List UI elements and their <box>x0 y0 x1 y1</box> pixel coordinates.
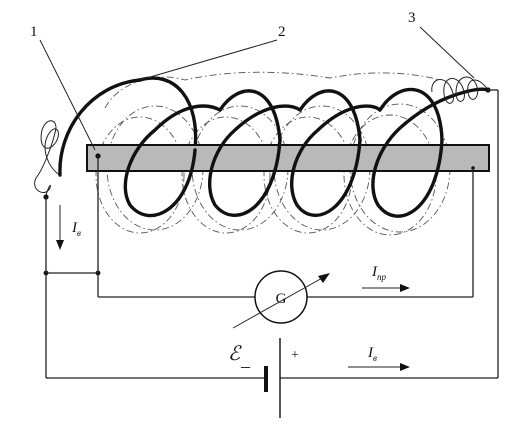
battery: ℰ – + <box>228 338 299 418</box>
current-label-left: Iв <box>71 220 81 238</box>
ghost-turn-5 <box>95 116 185 234</box>
coil-front-half <box>58 78 490 218</box>
circuit-wires <box>45 89 499 379</box>
galvanometer-label: G <box>276 291 287 307</box>
ghost-turn-6 <box>181 116 271 234</box>
emf-symbol: ℰ <box>228 343 242 365</box>
part-label-1: 1 <box>30 24 38 40</box>
current-label-pr: Iпр <box>371 264 387 282</box>
arrow-head-bottom <box>400 363 410 371</box>
right-spring-lead <box>431 76 489 104</box>
coil-back-half <box>138 76 444 152</box>
part-label-2: 2 <box>278 24 286 40</box>
current-label-bottom: Iв <box>367 345 377 363</box>
current-arrows <box>56 205 410 371</box>
battery-minus: – <box>240 356 251 376</box>
part-label-3: 3 <box>408 10 416 26</box>
ghost-turn-top <box>104 71 441 109</box>
arrow-head-pr <box>400 284 410 292</box>
leader-lines <box>39 26 475 151</box>
galvanometer: G <box>232 270 330 329</box>
left-spring-lead <box>34 120 61 198</box>
iron-core <box>86 144 490 172</box>
battery-plus: + <box>291 348 299 363</box>
arrow-head-left <box>56 240 64 250</box>
